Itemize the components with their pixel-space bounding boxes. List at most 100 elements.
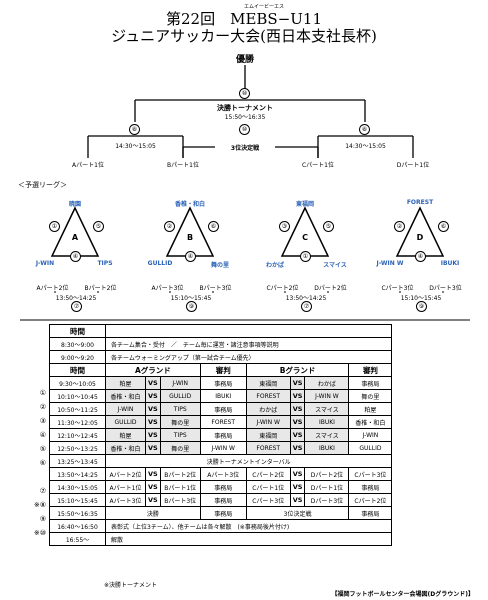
- team: Bパート3位: [159, 493, 201, 507]
- group-c-right-team: スマイス: [323, 262, 347, 269]
- referee: 舞の里: [348, 389, 393, 403]
- group-b-letter: B: [186, 233, 194, 242]
- referee: J-WIN W: [199, 441, 247, 455]
- seed-a: Aパート1位: [72, 162, 104, 169]
- table-row: 10:10〜10:45 香椎・和白 VS GULLID IBUKI FOREST…: [49, 389, 393, 403]
- team: TIPS: [159, 402, 201, 416]
- group-a-pair-left: Aパート2位: [36, 285, 69, 292]
- vs-label: VS: [289, 415, 306, 429]
- team: GULLID: [159, 389, 201, 403]
- row-time: 8:30〜9:00: [49, 337, 106, 351]
- page-title: 第22回 MEBS−U11: [166, 10, 322, 28]
- table-row: 10:50〜11:25 J-WIN VS TIPS 事務局 わかば VS スマイ…: [49, 402, 393, 416]
- group-c-pair-right: Dパート2位: [314, 285, 347, 292]
- group-b-match-bottom: ④: [185, 251, 196, 262]
- group-a-left-team: J-WIN: [35, 260, 55, 267]
- third-number: ⑩: [239, 124, 250, 135]
- table-row: 15:50〜16:35 決勝 事務局 3位決定戦 事務局: [49, 506, 393, 520]
- grand-a-header: Aグランド: [105, 363, 201, 377]
- row-time: 16:55〜: [49, 532, 106, 546]
- team: J-WIN: [105, 402, 146, 416]
- group-d-match-right: ⑥: [438, 221, 449, 232]
- team: わかば: [245, 402, 291, 416]
- row-number: ※⑧: [33, 501, 46, 509]
- referee: J-WIN: [348, 428, 393, 442]
- ref-b-header: 審判: [348, 363, 393, 377]
- vs-label: VS: [289, 493, 306, 507]
- vs-label: VS: [289, 480, 306, 494]
- referee: 事務局: [348, 506, 393, 520]
- semi-right-number: ⑧: [359, 124, 370, 135]
- vs-label: VS: [145, 402, 161, 416]
- row-text: 各チーム集合・受付 ／ チーム毎に運営・諸注意事項等説明: [104, 337, 393, 351]
- team: Dパート3位: [304, 493, 350, 507]
- group-a-match-right: ⑤: [93, 221, 104, 232]
- table-row: 8:30〜9:00 各チーム集合・受付 ／ チーム毎に運営・諸注意事項等説明: [49, 337, 393, 351]
- time-header: 時間: [49, 363, 106, 377]
- referee: 事務局: [199, 428, 247, 442]
- group-d-match-bottom: ④: [415, 251, 426, 262]
- table-row: 16:55〜 解散: [49, 532, 393, 546]
- match-time: 15:50〜16:35: [49, 506, 106, 520]
- referee: 事務局: [199, 480, 247, 494]
- group-b-top-team: 香椎・和白: [174, 201, 205, 208]
- team: Cパート1位: [245, 480, 291, 494]
- table-row: 15:10〜15:45 Aパート3位 VS Bパート3位 事務局 Cパート3位 …: [49, 493, 393, 507]
- group-a-pair-right: Bパート2位: [84, 285, 117, 292]
- table-row: 16:40〜16:50 表彰式（上位3チーム）、他チームは各々解散 (※事務局後…: [49, 519, 393, 533]
- group-a-number: ⑦: [71, 301, 82, 312]
- third-label: 3位決定戦: [215, 143, 275, 152]
- seed-b: Bパート1位: [167, 162, 199, 169]
- group-c-left-team: わかば: [265, 262, 284, 269]
- group-d-match-left: ②: [394, 221, 405, 232]
- row-text: 表彰式（上位3チーム）、他チームは各々解散 (※事務局後片付け): [104, 519, 393, 533]
- schedule-table: 時間 8:30〜9:00 各チーム集合・受付 ／ チーム毎に運営・諸注意事項等説…: [49, 324, 393, 546]
- team: GULLID: [105, 415, 146, 429]
- row-number: ⑥: [39, 459, 46, 467]
- grand-b-header: Bグランド: [245, 363, 350, 377]
- referee: Aパート3位: [199, 467, 247, 481]
- vs-label: VS: [289, 441, 306, 455]
- row-number: ①: [39, 389, 46, 397]
- team: J-WIN W: [304, 389, 350, 403]
- interval-time: 13:25〜13:45: [49, 454, 106, 468]
- group-b-pair-right: Bパート3位: [199, 285, 232, 292]
- vs-label: VS: [145, 493, 161, 507]
- team: 粕屋: [105, 376, 146, 390]
- group-a-match-bottom: ④: [70, 251, 81, 262]
- referee: 事務局: [348, 376, 393, 390]
- team: IBUKI: [304, 415, 350, 429]
- team: 東福岡: [245, 376, 291, 390]
- team: TIPS: [159, 428, 201, 442]
- group-d-pair-right: Dパート3位: [429, 285, 462, 292]
- vs-label: VS: [145, 415, 161, 429]
- page-subtitle: ジュニアサッカー大会(西日本支社長杯): [111, 27, 377, 45]
- group-a-top-team: 暁園: [68, 201, 81, 208]
- vs-label: VS: [145, 428, 161, 442]
- table-row: 12:50〜13:25 香椎・和白 VS 舞の里 J-WIN W FOREST …: [49, 441, 393, 455]
- match-time: 12:50〜13:25: [49, 441, 106, 455]
- vs-label: VS: [289, 376, 306, 390]
- table-row: 9:00〜9:20 各チームウォーミングアップ（第一試合チーム優先）: [49, 350, 393, 364]
- team: スマイス: [304, 428, 350, 442]
- group-b-match-left: ②: [164, 221, 175, 232]
- referee: 事務局: [199, 506, 247, 520]
- row-number: ※⑩: [33, 529, 46, 537]
- title-ruby: エムイービーエス: [243, 4, 284, 10]
- final-title: 決勝トーナメント: [217, 104, 273, 112]
- team: 舞の里: [159, 441, 201, 455]
- league-title: ＜予選リーグ＞: [18, 181, 67, 189]
- team: スマイス: [304, 402, 350, 416]
- group-c-letter: C: [302, 233, 308, 242]
- team: Bパート2位: [159, 467, 201, 481]
- table-row: 9:30〜10:05 粕屋 VS J-WIN 事務局 東福岡 VS わかば 事務…: [49, 376, 393, 390]
- table-row: 時間: [49, 324, 393, 338]
- final-match: 決勝: [105, 506, 201, 520]
- group-b-number: ⑨: [186, 301, 197, 312]
- group-c-match-left: ③: [279, 221, 290, 232]
- semi-left-number: ⑧: [129, 124, 140, 135]
- table-row: 12:10〜12:45 粕屋 VS TIPS 事務局 東福岡 VS スマイス J…: [49, 428, 393, 442]
- group-c-top-team: 東福岡: [295, 201, 314, 208]
- match-time: 14:30〜15:05: [49, 480, 106, 494]
- team: Bパート1位: [159, 480, 201, 494]
